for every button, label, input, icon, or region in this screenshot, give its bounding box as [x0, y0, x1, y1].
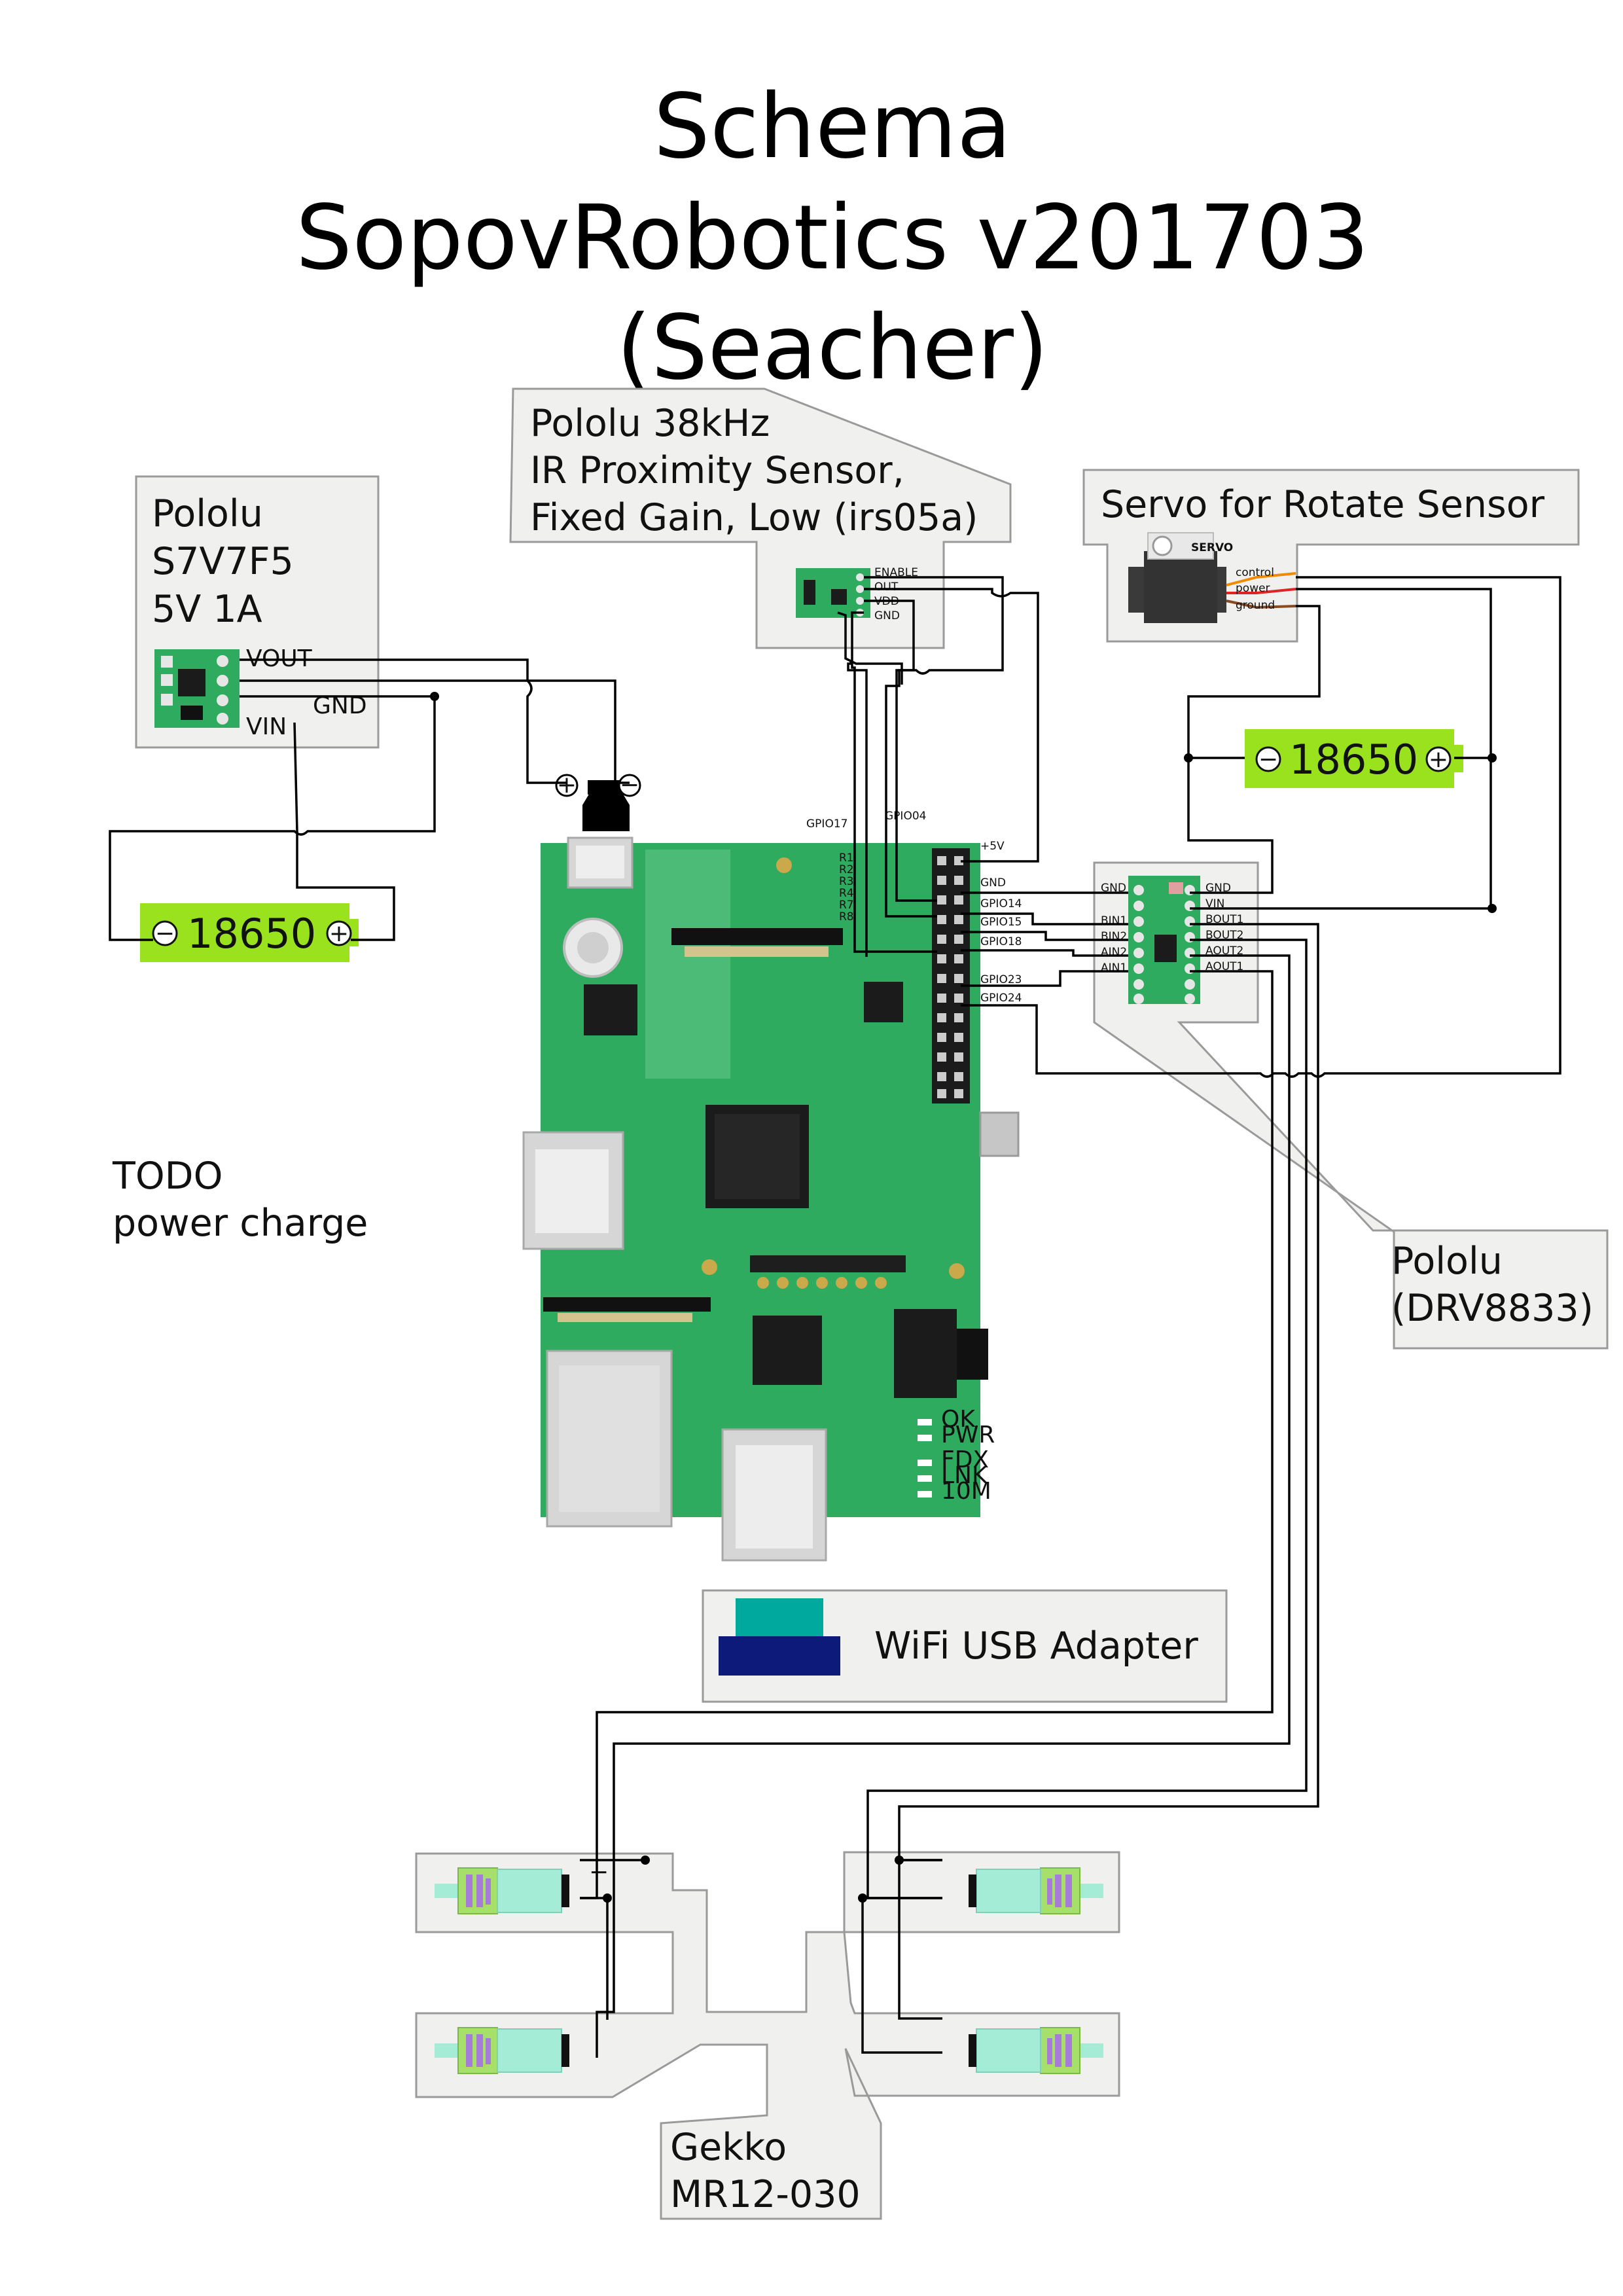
- svg-text:LNK: LNK: [941, 1462, 988, 1489]
- battery-left-plus: +: [329, 920, 349, 947]
- rpi-zone: [645, 850, 730, 1079]
- todo-note: TODO power charge: [112, 1155, 368, 1245]
- motors-name-1: Gekko: [670, 2126, 787, 2169]
- driver-callout: [1093, 861, 1609, 1350]
- regulator-name-3: 5V 1A: [152, 588, 262, 631]
- title-line-1: Schema: [654, 75, 1012, 179]
- regulator-vin-label: VIN: [246, 713, 287, 740]
- ir-gnd-label: GND: [874, 609, 900, 622]
- gpio14-label: GPIO14: [980, 897, 1022, 910]
- svg-text:FDX: FDX: [941, 1446, 989, 1473]
- svg-text:R4: R4: [839, 887, 854, 900]
- battery-left-minus: −: [155, 920, 175, 947]
- servo-label: Servo for Rotate Sensor: [1101, 483, 1545, 526]
- rpi-regulator: [584, 984, 637, 1035]
- wiring: [109, 576, 1561, 2058]
- page-title: Schema SopovRobotics v201703 (Seacher): [296, 75, 1369, 400]
- battery-left: − 18650 +: [140, 903, 359, 962]
- driver-bin1-label: BIN1: [1101, 914, 1127, 927]
- mounting-holes: [702, 857, 965, 1289]
- svg-text:R1: R1: [839, 852, 854, 865]
- motors-callout: [415, 1851, 1120, 2220]
- driver-label: Pololu (DRV8833): [1391, 1240, 1594, 1330]
- servo-ground-label: ground: [1236, 599, 1275, 612]
- title-line-2: SopovRobotics v201703: [296, 187, 1369, 290]
- gpio04-label: GPIO04: [885, 810, 926, 823]
- svg-text:10M: 10M: [941, 1478, 991, 1505]
- battery-right-plus: +: [1429, 746, 1448, 773]
- driver-name-2: (DRV8833): [1391, 1287, 1594, 1330]
- gpio-pins: [937, 856, 963, 1098]
- driver-ain2-label: AIN2: [1101, 946, 1127, 959]
- raspberry-pi-board: R1 R2 R3 R4 R7 R8 OK PWR FDX LNK 10M: [522, 836, 1020, 1562]
- usb-adapter-icon: [719, 1598, 840, 1676]
- ir-sensor-callout: [509, 387, 1012, 649]
- gpio15-label: GPIO15: [980, 916, 1022, 929]
- todo-line-1: TODO: [112, 1155, 223, 1198]
- driver-bout1-label: BOUT1: [1205, 913, 1243, 926]
- motors-label: Gekko MR12-030: [670, 2126, 861, 2216]
- svg-text:−: −: [589, 1859, 609, 1886]
- display-connector: [671, 928, 843, 945]
- ir-name-2: IR Proximity Sensor,: [530, 449, 904, 492]
- gpio17-label: GPIO17: [806, 817, 847, 831]
- regulator-label: Pololu S7V7F5 5V 1A: [152, 492, 294, 631]
- svg-text:PWR: PWR: [941, 1422, 995, 1448]
- svg-text:R3: R3: [839, 875, 854, 888]
- driver-ain1-label: AIN1: [1101, 961, 1127, 975]
- svg-text:−: −: [620, 772, 639, 798]
- driver-bin2-label: BIN2: [1101, 930, 1127, 943]
- svg-text:+: +: [557, 772, 577, 798]
- svg-text:R2: R2: [839, 863, 854, 876]
- ir-sensor-module: ENABLE OUT VDD GND: [796, 566, 918, 622]
- title-line-3: (Seacher): [616, 296, 1048, 400]
- driver-name-1: Pololu: [1391, 1240, 1503, 1283]
- servo-control-label: control: [1236, 566, 1274, 579]
- driver-aout1-label: AOUT1: [1205, 960, 1243, 973]
- rpi-regulator-2: [864, 982, 903, 1022]
- motor-front-left: −: [434, 1859, 609, 1914]
- rpi-gnd-label: GND: [980, 876, 1006, 889]
- ir-sensor-label: Pololu 38kHz IR Proximity Sensor, Fixed …: [530, 402, 978, 539]
- motors-name-2: MR12-030: [670, 2173, 861, 2216]
- gpio-labels: GPIO17 GPIO04 +5V GND GPIO14 GPIO15 GPIO…: [806, 810, 1022, 1005]
- todo-line-2: power charge: [113, 1202, 368, 1245]
- gpio24-label: GPIO24: [980, 992, 1022, 1005]
- driver-bout2-label: BOUT2: [1205, 929, 1243, 942]
- wifi-label: WiFi USB Adapter: [874, 1624, 1198, 1668]
- gpio18-label: GPIO18: [980, 935, 1022, 948]
- battery-left-label: 18650: [187, 910, 316, 958]
- regulator-name-2: S7V7F5: [152, 540, 294, 583]
- svg-text:R8: R8: [839, 910, 854, 924]
- driver-left-gnd-label: GND: [1101, 882, 1126, 895]
- svg-text:R7: R7: [839, 899, 854, 912]
- lan-chip: [753, 1316, 822, 1385]
- plus5v-label: +5V: [980, 840, 1005, 853]
- svg-text:OK: OK: [941, 1406, 976, 1433]
- driver-right-gnd-label: GND: [1205, 882, 1231, 895]
- ir-out-label: OUT: [874, 581, 899, 594]
- servo-power-label: power: [1236, 582, 1270, 595]
- servo-icon: SERVO control power ground: [1128, 532, 1296, 623]
- gpio23-label: GPIO23: [980, 973, 1022, 986]
- battery-right-label: 18650: [1289, 736, 1418, 783]
- ir-name-1: Pololu 38kHz: [530, 402, 770, 445]
- battery-right: − 18650 +: [1245, 729, 1463, 788]
- power-socket-icon: + −: [555, 772, 641, 831]
- servo-brand: SERVO: [1191, 541, 1233, 554]
- driver-module: GND BIN1 BIN2 AIN2 AIN1 GND VIN BOUT1 BO…: [1101, 876, 1243, 1004]
- resistor-labels: R1 R2 R3 R4 R7 R8: [839, 852, 854, 924]
- driver-aout2-label: AOUT2: [1205, 944, 1243, 958]
- driver-vin-label: VIN: [1205, 897, 1224, 910]
- audio-jack: [894, 1309, 957, 1398]
- battery-right-minus: −: [1258, 746, 1278, 773]
- camera-connector: [543, 1297, 711, 1312]
- regulator-name-1: Pololu: [152, 492, 263, 535]
- composite-port: [979, 1111, 1020, 1157]
- ir-enable-label: ENABLE: [874, 566, 918, 579]
- status-leds: OK PWR FDX LNK 10M: [918, 1406, 995, 1505]
- dsi-header: [750, 1255, 906, 1272]
- ir-name-3: Fixed Gain, Low (irs05a): [530, 496, 978, 539]
